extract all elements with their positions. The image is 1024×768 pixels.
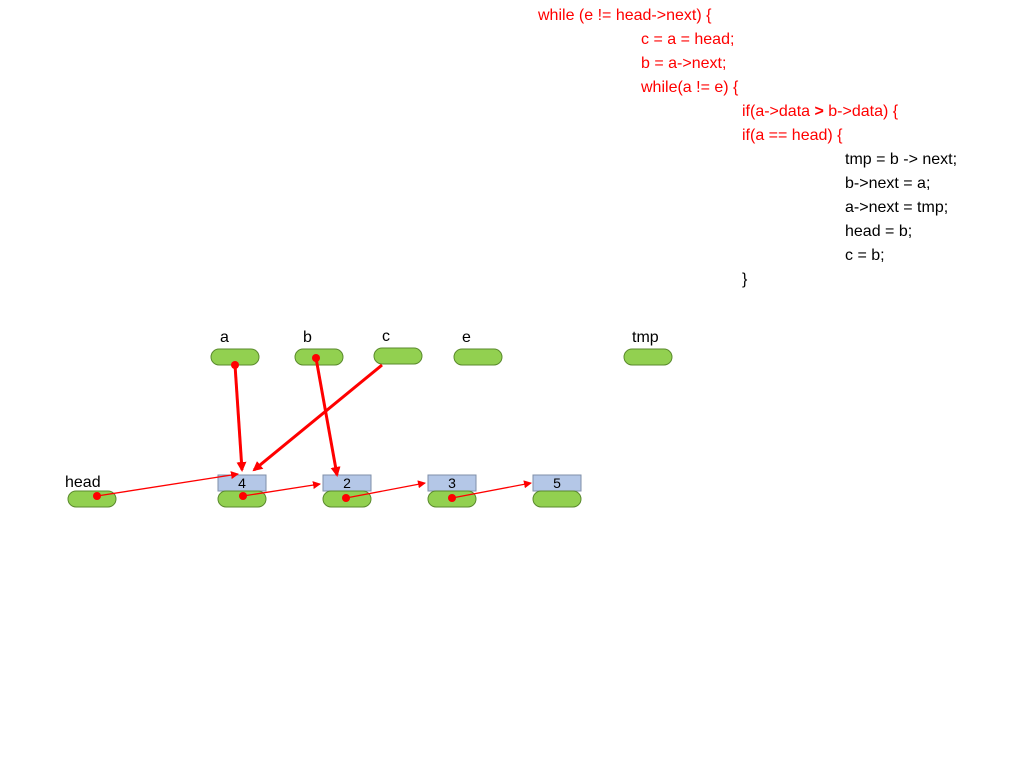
- pointer-e-box: [453, 348, 503, 366]
- node-3-value: 3: [448, 475, 456, 491]
- code-line-4: while(a != e) {: [641, 79, 739, 96]
- pointer-a-dot: [231, 361, 239, 369]
- pointer-c-box: [373, 347, 423, 365]
- code-line-3: b = a->next;: [641, 55, 727, 72]
- code-line-5-operator: >: [814, 103, 824, 120]
- pointer-head-label: head: [65, 474, 101, 491]
- head-to-node-1-arrow: [96, 471, 239, 497]
- code-line-11: c = b;: [845, 247, 885, 264]
- node-3-next-dot: [448, 494, 456, 502]
- pointer-a-label: a: [220, 329, 229, 346]
- node-3-to-node-4-arrow: [451, 480, 532, 499]
- code-line-2: c = a = head;: [641, 31, 735, 48]
- node-4-next-box: [532, 490, 582, 508]
- pointer-head-box: [67, 490, 117, 508]
- code-line-1: while (e != head->next) {: [538, 7, 712, 24]
- node-2-value: 2: [343, 475, 351, 491]
- code-line-5: if(a->data > b->data) {: [742, 102, 898, 122]
- code-line-5-post: b->data) {: [823, 103, 899, 120]
- code-line-8: b->next = a;: [845, 175, 931, 192]
- pointer-c-arrow: [252, 363, 383, 472]
- code-line-9: a->next = tmp;: [845, 199, 949, 216]
- node-1-to-node-2-arrow: [242, 481, 321, 497]
- pointer-e-label: e: [462, 329, 471, 346]
- code-line-10: head = b;: [845, 223, 913, 240]
- pointer-c-label: c: [382, 328, 390, 345]
- node-4-value: 5: [553, 475, 561, 491]
- pointer-b-label: b: [303, 329, 312, 346]
- node-1-value: 4: [238, 475, 246, 491]
- pointer-b-dot: [312, 354, 320, 362]
- pointer-tmp-box: [623, 348, 673, 366]
- code-line-12: }: [742, 271, 748, 288]
- node-2-next-dot: [342, 494, 350, 502]
- head-dot: [93, 492, 101, 500]
- code-line-5-pre: if(a->data: [742, 103, 815, 120]
- node-2-to-node-3-arrow: [345, 480, 426, 499]
- node-1-next-dot: [239, 492, 247, 500]
- pointer-tmp-label: tmp: [632, 329, 659, 346]
- code-line-6: if(a == head) {: [742, 127, 843, 144]
- pointer-a-arrow: [233, 364, 247, 472]
- pointer-b-arrow: [314, 357, 341, 477]
- code-line-7: tmp = b -> next;: [845, 151, 958, 168]
